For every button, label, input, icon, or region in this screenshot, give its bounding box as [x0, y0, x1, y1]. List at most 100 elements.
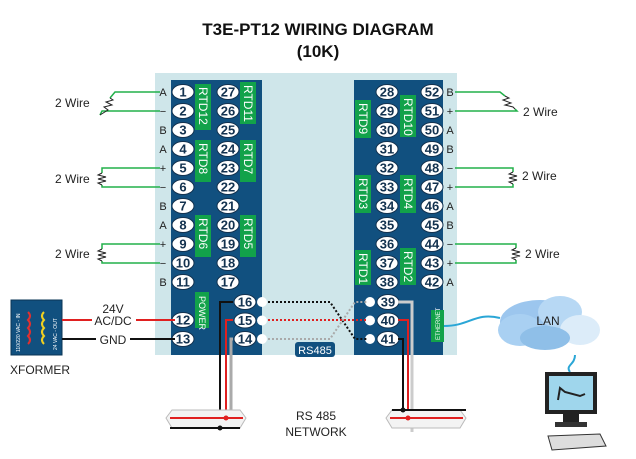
rs485-terminal[interactable]: 15: [233, 312, 257, 329]
terminal[interactable]: 10: [171, 255, 195, 271]
terminal[interactable]: 51: [420, 103, 444, 119]
power-label: POWER: [197, 296, 207, 331]
terminal[interactable]: 27: [216, 84, 240, 100]
terminal[interactable]: 28: [375, 84, 399, 100]
rs485-terminal[interactable]: 40: [376, 312, 400, 329]
terminal[interactable]: 23: [216, 160, 240, 176]
terminal[interactable]: 25: [216, 122, 240, 138]
wire-label: 2 Wire: [525, 247, 560, 261]
terminal-number: 28: [380, 85, 394, 100]
rtd-channel-label: RTD8: [195, 140, 211, 182]
polarity-label: A: [159, 220, 167, 232]
rs485-tab: [295, 342, 335, 357]
terminal[interactable]: 52: [420, 84, 444, 100]
terminal[interactable]: 42: [420, 274, 444, 290]
terminal[interactable]: 34: [375, 198, 399, 214]
wire-label: 2 Wire: [55, 172, 90, 186]
terminal[interactable]: 19: [216, 236, 240, 252]
polarity-label: A: [446, 125, 454, 137]
diagram-title: T3E-PT12 WIRING DIAGRAM: [202, 20, 433, 39]
terminal[interactable]: 44: [420, 236, 444, 252]
terminal[interactable]: 31: [375, 141, 399, 157]
rs485-label: RS485: [298, 345, 332, 357]
terminal-number: 27: [221, 85, 235, 100]
rtd-label: RTD5: [241, 218, 255, 249]
polarity-label: A: [159, 87, 167, 99]
terminal[interactable]: 33: [375, 179, 399, 195]
rtd-channel-label: RTD6: [195, 215, 211, 257]
terminal-number: 38: [380, 275, 394, 290]
terminal[interactable]: 22: [216, 179, 240, 195]
terminal-number: 19: [221, 237, 235, 252]
terminal[interactable]: 11: [171, 274, 195, 290]
terminal[interactable]: 26: [216, 103, 240, 119]
terminal[interactable]: 36: [375, 236, 399, 252]
polarity-label: B: [446, 144, 453, 156]
wire-label: 2 Wire: [523, 105, 558, 119]
terminal[interactable]: 48: [420, 160, 444, 176]
wire-label: 2 Wire: [55, 96, 90, 110]
terminal-number: 10: [176, 256, 190, 271]
ethernet-port: [431, 310, 444, 342]
terminal[interactable]: 35: [375, 217, 399, 233]
terminal[interactable]: 43: [420, 255, 444, 271]
terminal[interactable]: 47: [420, 179, 444, 195]
terminal[interactable]: 5: [171, 160, 195, 176]
terminal[interactable]: 6: [171, 179, 195, 195]
rtd-label: RTD7: [241, 143, 255, 174]
power-terminal[interactable]: 13: [171, 331, 195, 347]
terminal[interactable]: 32: [375, 160, 399, 176]
terminal-number: 44: [425, 237, 440, 252]
rtd-label: RTD2: [401, 251, 415, 282]
terminal[interactable]: 7: [171, 198, 195, 214]
voltage-label: 24V: [102, 302, 123, 316]
terminal-number: 26: [221, 104, 235, 119]
terminal[interactable]: 30: [375, 122, 399, 138]
terminal-number: 8: [179, 218, 186, 233]
polarity-label: B: [446, 87, 453, 99]
terminal[interactable]: 24: [216, 141, 240, 157]
network-label-line1: RS 485: [296, 409, 336, 423]
network-label-line2: NETWORK: [285, 425, 346, 439]
rs485-terminal[interactable]: 41: [376, 331, 400, 347]
terminal[interactable]: 3: [171, 122, 195, 138]
terminal[interactable]: 20: [216, 217, 240, 233]
terminal[interactable]: 4: [171, 141, 195, 157]
rtd-label: RTD8: [196, 143, 210, 174]
acdc-label: AC/DC: [94, 314, 132, 328]
terminal[interactable]: 46: [420, 198, 444, 214]
terminal[interactable]: 37: [375, 255, 399, 271]
power-terminal[interactable]: 12: [171, 312, 195, 328]
rs485-terminal[interactable]: 14: [233, 331, 257, 347]
terminal[interactable]: 38: [375, 274, 399, 290]
rs485-network-wires: [219, 300, 414, 432]
rs485-terminal[interactable]: 16: [233, 294, 257, 310]
terminal[interactable]: 8: [171, 217, 195, 233]
terminal[interactable]: 50: [420, 122, 444, 138]
rtd-label: RTD12: [196, 87, 210, 125]
xformer-label: XFORMER: [10, 363, 70, 377]
terminal-number: 51: [425, 104, 439, 119]
terminal[interactable]: 49: [420, 141, 444, 157]
resistor-icons: [96, 95, 521, 262]
terminal-number: 20: [221, 218, 235, 233]
rtd-channel-label: RTD12: [195, 84, 211, 130]
wire-label: 2 Wire: [55, 247, 90, 261]
terminal[interactable]: 45: [420, 217, 444, 233]
terminal[interactable]: 29: [375, 103, 399, 119]
terminal-number: 29: [380, 104, 394, 119]
rtd-label: RTD6: [196, 218, 210, 249]
terminal[interactable]: 21: [216, 198, 240, 214]
terminal[interactable]: 18: [216, 255, 240, 271]
terminal[interactable]: 17: [216, 274, 240, 290]
terminal[interactable]: 1: [171, 84, 195, 100]
terminal-number: 1: [179, 85, 186, 100]
polarity-label: B: [159, 277, 166, 289]
rs485-terminal[interactable]: 39: [376, 294, 400, 310]
screw-icon: [257, 315, 267, 326]
terminal-number: 50: [425, 123, 439, 138]
lan-cloud-icon: [498, 296, 600, 350]
terminal[interactable]: 2: [171, 103, 195, 119]
terminal[interactable]: 9: [171, 236, 195, 252]
bus-bar-left: [165, 409, 247, 431]
